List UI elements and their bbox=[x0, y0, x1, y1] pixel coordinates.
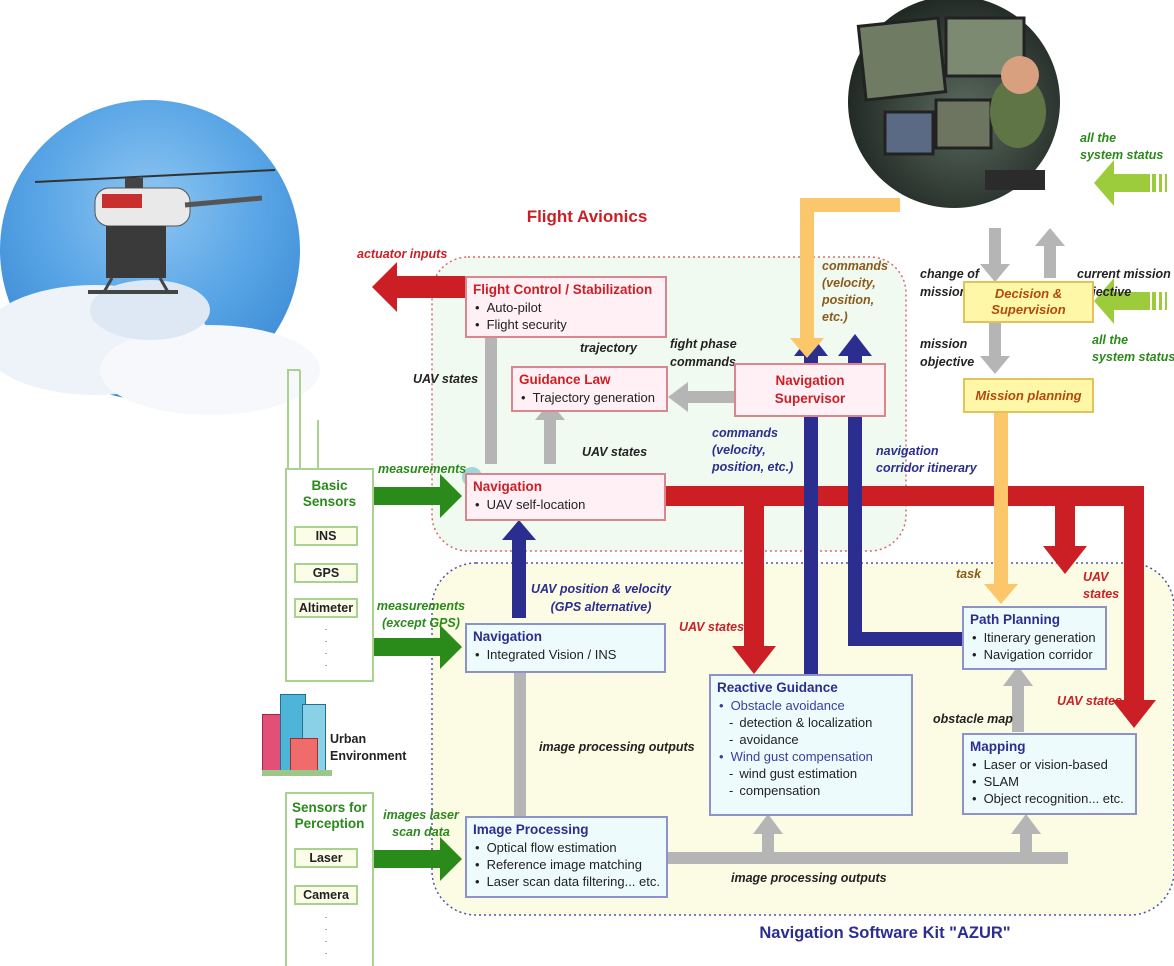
path-planning-box: Path Planning Itinerary generation Navig… bbox=[962, 606, 1107, 670]
reactive-item-obstacle-avoidance: Obstacle avoidance bbox=[717, 697, 905, 714]
sensor-laser: Laser bbox=[294, 848, 358, 868]
label-image-proc-outputs-2: image processing outputs bbox=[731, 871, 887, 885]
lime-arrows bbox=[1094, 160, 1167, 324]
mission-planning-box: Mission planning bbox=[963, 378, 1094, 413]
flight-control-title: Flight Control / Stabilization bbox=[473, 282, 653, 297]
path-planning-item-itinerary: Itinerary generation bbox=[970, 629, 1099, 646]
reactive-guidance-box: Reactive Guidance Obstacle avoidance det… bbox=[709, 674, 913, 816]
label-uav-states-left: UAV states bbox=[413, 372, 478, 386]
image-processing-title: Image Processing bbox=[473, 822, 589, 837]
mapping-item-slam: SLAM bbox=[970, 773, 1129, 790]
mapping-item-laser-vision: Laser or vision-based bbox=[970, 756, 1129, 773]
sensor-links bbox=[287, 369, 319, 470]
perception-sensors-title: Sensors for Perception bbox=[291, 800, 368, 831]
guidance-law-box: Guidance Law Trajectory generation bbox=[511, 366, 668, 412]
sensor-altimeter: Altimeter bbox=[294, 598, 358, 618]
label-uav-states-right2: UAV states bbox=[1057, 694, 1122, 708]
guidance-law-title: Guidance Law bbox=[519, 372, 611, 387]
navigation-top-item: UAV self-location bbox=[473, 496, 658, 513]
reactive-sub-wind-estimation: wind gust estimation bbox=[717, 765, 905, 782]
label-actuator-inputs: actuator inputs bbox=[357, 247, 447, 261]
flight-avionics-title: Flight Avionics bbox=[527, 207, 648, 226]
label-uav-states-mid: UAV states bbox=[582, 445, 647, 459]
mapping-box: Mapping Laser or vision-based SLAM Objec… bbox=[962, 733, 1137, 815]
image-proc-item-image-matching: Reference image matching bbox=[473, 856, 660, 873]
perception-sensors-panel bbox=[285, 792, 374, 966]
label-measurements: measurements bbox=[378, 462, 466, 476]
navigation-vision-item: Integrated Vision / INS bbox=[473, 646, 658, 663]
label-image-proc-outputs-1: image processing outputs bbox=[539, 740, 695, 754]
helicopter-photo bbox=[0, 100, 320, 415]
urban-environment-label: Urban Environment bbox=[330, 731, 406, 765]
urban-buildings-icon bbox=[262, 690, 342, 778]
nav-supervisor-title: Navigation Supervisor bbox=[774, 373, 846, 406]
mapping-item-object-recognition: Object recognition... etc. bbox=[970, 790, 1129, 807]
sensor-gps: GPS bbox=[294, 563, 358, 583]
flight-control-box: Flight Control / Stabilization Auto-pilo… bbox=[465, 276, 667, 338]
label-uav-position-velocity: UAV position & velocity(GPS alternative) bbox=[531, 582, 672, 614]
navigation-vision-title: Navigation bbox=[473, 629, 543, 644]
label-commands-blue: commands(velocity,position, etc.) bbox=[711, 426, 793, 474]
navigation-vision-box: Navigation Integrated Vision / INS bbox=[465, 623, 666, 673]
flight-control-item-autopilot: Auto-pilot bbox=[473, 299, 659, 316]
reactive-item-wind-gust: Wind gust compensation bbox=[717, 748, 905, 765]
label-obstacle-map: obstacle map bbox=[933, 712, 1013, 726]
nav-kit-title: Navigation Software Kit "AZUR" bbox=[759, 924, 1010, 942]
red-arrows bbox=[372, 262, 1156, 728]
orange-arrows bbox=[790, 198, 1018, 604]
gray-arrows bbox=[476, 228, 1068, 864]
nav-supervisor-box: Navigation Supervisor bbox=[734, 363, 886, 417]
navigation-top-box: Navigation UAV self-location bbox=[465, 473, 666, 521]
reactive-guidance-title: Reactive Guidance bbox=[717, 680, 838, 695]
green-arrows bbox=[374, 474, 462, 881]
label-uav-states-red: UAV states bbox=[679, 620, 744, 634]
navigation-top-title: Navigation bbox=[473, 479, 543, 494]
image-proc-item-laser-filtering: Laser scan data filtering... etc. bbox=[473, 873, 660, 890]
urban-environment-text: Urban Environment bbox=[330, 732, 407, 763]
more-perception-dots: ···· bbox=[324, 912, 328, 959]
image-proc-item-optical-flow: Optical flow estimation bbox=[473, 839, 660, 856]
sensor-ins: INS bbox=[294, 526, 358, 546]
sensor-camera: Camera bbox=[294, 885, 358, 905]
image-processing-box: Image Processing Optical flow estimation… bbox=[465, 816, 668, 898]
operator-photo bbox=[848, 0, 1060, 208]
decision-supervision-box: Decision & Supervision bbox=[963, 281, 1094, 323]
path-planning-item-corridor: Navigation corridor bbox=[970, 646, 1099, 663]
mapping-title: Mapping bbox=[970, 739, 1026, 754]
label-commands-top: commands(velocity,position,etc.) bbox=[821, 259, 888, 324]
reactive-sub-detection: detection & localization bbox=[717, 714, 905, 731]
decision-supervision-title: Decision & Supervision bbox=[991, 286, 1066, 317]
reactive-sub-avoidance: avoidance bbox=[717, 731, 905, 748]
label-task: task bbox=[956, 567, 982, 581]
more-sensors-dots: ···· bbox=[324, 624, 328, 671]
reactive-sub-compensation: compensation bbox=[717, 782, 905, 799]
label-measurements-except-gps: measurements(except GPS) bbox=[377, 599, 465, 630]
path-planning-title: Path Planning bbox=[970, 612, 1061, 627]
guidance-law-item: Trajectory generation bbox=[519, 389, 660, 406]
flight-control-item-security: Flight security bbox=[473, 316, 659, 333]
mission-planning-title: Mission planning bbox=[975, 387, 1082, 403]
basic-sensors-title: Basic Sensors bbox=[302, 478, 357, 509]
